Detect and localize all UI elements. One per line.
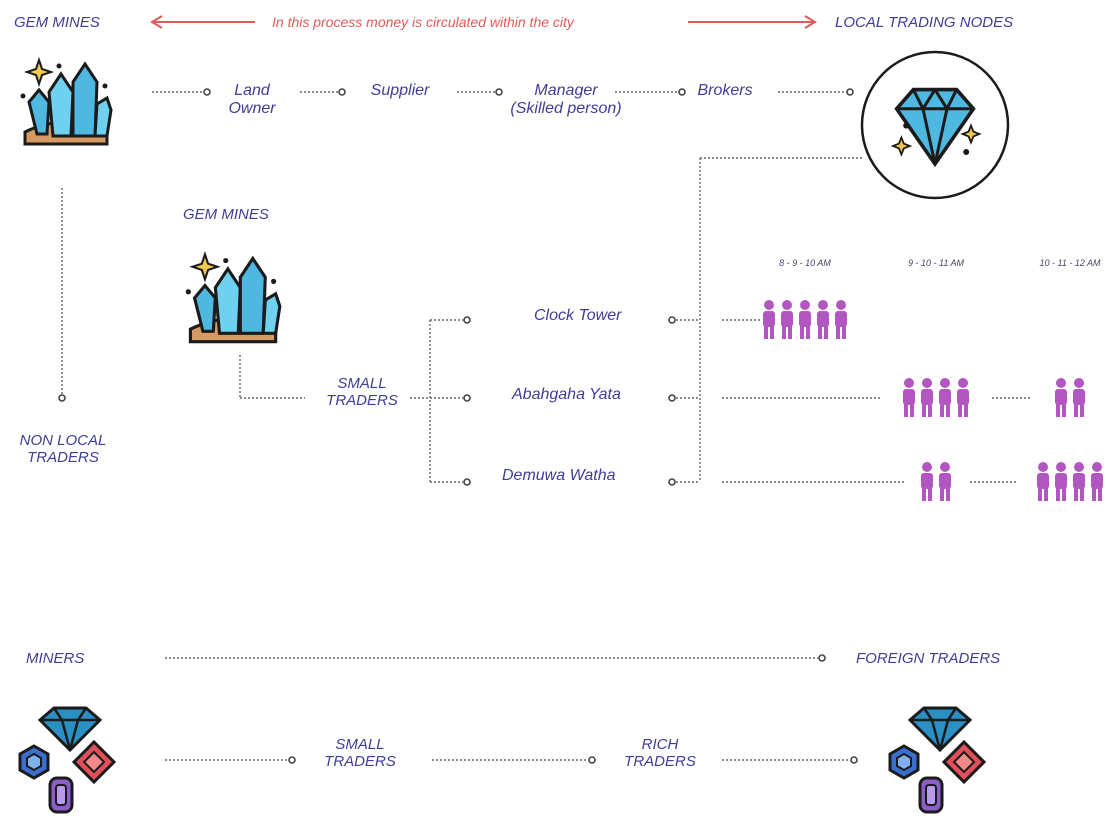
top-flow-dot xyxy=(495,88,503,96)
manager-label: Manager(Skilled person) xyxy=(510,82,622,118)
person-icon xyxy=(1073,378,1085,417)
crystal-cluster-icon xyxy=(19,58,113,146)
brokers-label: Brokers xyxy=(697,82,753,99)
local-trading-nodes-label: LOCAL TRADING NODES xyxy=(835,14,1014,31)
foreign-traders-label: FOREIGN TRADERS xyxy=(856,650,1001,667)
person-icon xyxy=(1091,462,1103,501)
miners-label: MINERS xyxy=(26,650,85,667)
time-slot-3: 10 - 11 - 12 AM xyxy=(1039,258,1101,268)
person-icon xyxy=(1055,378,1067,417)
person-icon xyxy=(763,300,775,339)
person-icon xyxy=(903,378,915,417)
person-icon xyxy=(781,300,793,339)
supplier-label: Supplier xyxy=(370,82,430,99)
middle-gem-mines-label: GEM MINES xyxy=(183,206,269,223)
person-icon xyxy=(921,462,933,501)
person-icon xyxy=(835,300,847,339)
fork-dot xyxy=(463,478,471,486)
bottom-dot xyxy=(588,756,596,764)
circulation-banner: In this process money is circulated with… xyxy=(272,14,574,30)
person-icon xyxy=(939,378,951,417)
person-icon xyxy=(1037,462,1049,501)
person-icon xyxy=(799,300,811,339)
gemstones-icon xyxy=(888,706,986,814)
node-demuwa-watha: Demuwa Watha xyxy=(502,467,616,484)
top-flow-dot xyxy=(203,88,211,96)
time-slot-1: 8 - 9 - 10 AM xyxy=(779,258,831,268)
node-dot xyxy=(668,394,676,402)
person-icon xyxy=(939,462,951,501)
crystal-cluster-icon xyxy=(184,252,282,344)
fork-dot xyxy=(463,316,471,324)
top-flow-dot xyxy=(846,88,854,96)
node-clock-tower: Clock Tower xyxy=(534,307,622,324)
bottom-dot xyxy=(818,654,826,662)
banner-arrow-right-head xyxy=(804,15,817,29)
top-gem-mines-label: GEM MINES xyxy=(14,14,100,31)
top-flow-dot xyxy=(678,88,686,96)
person-icon xyxy=(1073,462,1085,501)
person-icon xyxy=(957,378,969,417)
top-flow-dot xyxy=(338,88,346,96)
fork-dot xyxy=(463,394,471,402)
node-abahgaha-yata: Abahgaha Yata xyxy=(512,386,621,403)
node-dot xyxy=(668,316,676,324)
node-dot xyxy=(668,478,676,486)
gemstones-icon xyxy=(18,706,116,814)
time-slot-2: 9 - 10 - 11 AM xyxy=(907,258,965,268)
person-icon xyxy=(817,300,829,339)
banner-arrow-left-head xyxy=(150,15,163,29)
person-icon xyxy=(1055,462,1067,501)
bottom-dot xyxy=(850,756,858,764)
person-icon xyxy=(921,378,933,417)
bottom-dot xyxy=(288,756,296,764)
non-local-dot xyxy=(58,394,66,402)
